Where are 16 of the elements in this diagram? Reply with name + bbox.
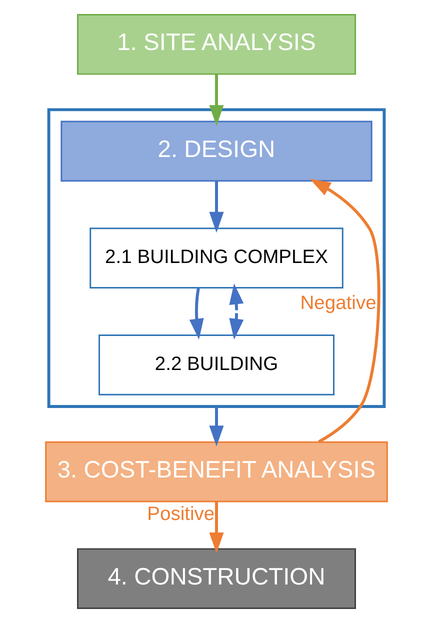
node-box: 2.2 BUILDING	[98, 334, 334, 396]
arrow	[209, 181, 224, 233]
node-box: 3. COST-BENEFIT ANALYSIS	[45, 441, 388, 502]
edge-label: Positive	[147, 504, 215, 525]
arrow	[209, 502, 224, 554]
node-box: 2.1 BUILDING COMPLEX	[90, 228, 344, 288]
arrow	[209, 406, 224, 446]
arrow	[229, 283, 244, 340]
edge-label: Negative	[300, 293, 376, 314]
node-box: 1. SITE ANALYSIS	[77, 14, 356, 75]
node-box: 4. CONSTRUCTION	[77, 548, 356, 610]
cluster	[47, 108, 386, 408]
arrow	[310, 178, 380, 444]
arrow	[209, 74, 224, 126]
arrow	[189, 288, 204, 340]
node-box: 2. DESIGN	[60, 120, 372, 182]
